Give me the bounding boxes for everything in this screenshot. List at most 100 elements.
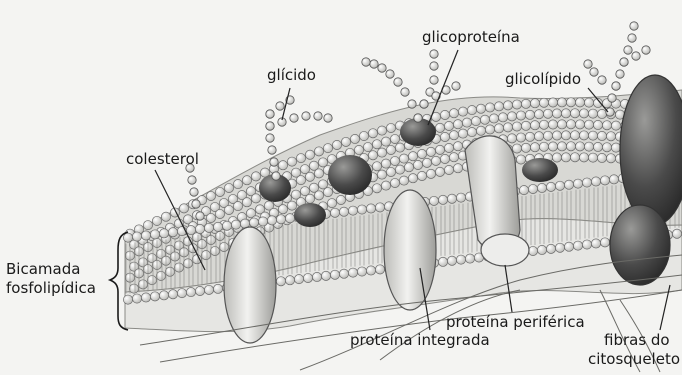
phospholipid-head (350, 134, 359, 143)
phospholipid-head (611, 121, 620, 130)
phospholipid-head (584, 98, 593, 107)
phospholipid-head (429, 196, 438, 205)
sugar-residue (370, 60, 378, 68)
phospholipid-head (534, 132, 543, 141)
phospholipid-head (303, 273, 312, 282)
phospholipid-head (186, 287, 195, 296)
phospholipid-head (557, 98, 566, 107)
phospholipid-head (357, 205, 366, 214)
phospholipid-head (219, 242, 228, 251)
phospholipid-head (449, 109, 458, 118)
phospholipid-head (215, 209, 224, 218)
phospholipid-head (426, 169, 435, 178)
phospholipid-head (525, 110, 534, 119)
phospholipid-head (422, 158, 431, 167)
phospholipid-head (564, 242, 573, 251)
phospholipid-head (417, 171, 426, 180)
sugar-residue (302, 112, 310, 120)
phospholipid-head (600, 238, 609, 247)
phospholipid-head (314, 169, 323, 178)
phospholipid-head (467, 105, 476, 114)
phospholipid-head (242, 198, 251, 207)
phospholipid-head (195, 286, 204, 295)
phospholipid-head (519, 186, 528, 195)
phospholipid-head (215, 187, 224, 196)
sugar-residue (616, 70, 624, 78)
phospholipid-head (546, 244, 555, 253)
phospholipid-head (359, 131, 368, 140)
phospholipid-head (552, 153, 561, 162)
phospholipid-head (588, 109, 597, 118)
phospholipid-head (539, 98, 548, 107)
phospholipid-head (204, 285, 213, 294)
phospholipid-head (332, 140, 341, 149)
phospholipid-head (447, 194, 456, 203)
phospholipid-head (168, 228, 177, 237)
phospholipid-head (368, 151, 377, 160)
sugar-residue (268, 146, 276, 154)
phospholipid-head (579, 109, 588, 118)
phospholipid-head (537, 245, 546, 254)
phospholipid-head (408, 152, 417, 161)
sugar-residue (624, 46, 632, 54)
phospholipid-head (159, 229, 168, 238)
phospholipid-head (377, 170, 386, 179)
phospholipid-head (386, 167, 395, 176)
phospholipid-head (377, 126, 386, 135)
phospholipid-head (305, 194, 314, 203)
phospholipid-head (530, 143, 539, 152)
phospholipid-head (296, 154, 305, 163)
phospholipid-head (543, 131, 552, 140)
phospholipid-head (305, 172, 314, 181)
phospholipid-head (548, 98, 557, 107)
phospholipid-head (201, 251, 210, 260)
sugar-residue (266, 134, 274, 142)
phospholipid-head (287, 201, 296, 210)
phospholipid-head (467, 127, 476, 136)
phospholipid-head (296, 176, 305, 185)
phospholipid-head (179, 204, 188, 213)
phospholipid-head (561, 131, 570, 140)
sugar-residue (196, 212, 204, 220)
phospholipid-head (435, 167, 444, 176)
phospholipid-head (440, 132, 449, 141)
phospholipid-head (456, 193, 465, 202)
phospholipid-head (579, 131, 588, 140)
phospholipid-head (431, 156, 440, 165)
sugar-residue (266, 122, 274, 130)
phospholipid-head (566, 120, 575, 129)
sugar-residue (276, 102, 284, 110)
phospholipid-head (123, 233, 132, 242)
phospholipid-head (591, 239, 600, 248)
phospholipid-head (294, 275, 303, 284)
phospholipid-head (276, 277, 285, 286)
phospholipid-head (177, 289, 186, 298)
integral-protein (224, 227, 276, 343)
phospholipid-head (408, 174, 417, 183)
phospholipid-head (564, 180, 573, 189)
sugar-residue (266, 110, 274, 118)
phospholipid-head (386, 123, 395, 132)
phospholipid-head (381, 159, 390, 168)
phospholipid-head (330, 208, 339, 217)
phospholipid-head (213, 222, 222, 231)
globular-protein (328, 155, 372, 195)
phospholipid-head (357, 267, 366, 276)
phospholipid-head (575, 98, 584, 107)
phospholipid-head (440, 110, 449, 119)
phospholipid-head (339, 207, 348, 216)
phospholipid-head (611, 143, 620, 152)
phospholipid-head (588, 153, 597, 162)
phospholipid-head (206, 191, 215, 200)
sugar-residue (188, 176, 196, 184)
phospholipid-head (138, 280, 147, 289)
phospholipid-head (224, 205, 233, 214)
globular-protein (522, 158, 558, 182)
phospholipid-head (521, 99, 530, 108)
phospholipid-head (390, 134, 399, 143)
phospholipid-head (231, 220, 240, 229)
sugar-residue (598, 76, 606, 84)
phospholipid-head (458, 129, 467, 138)
sugar-residue (430, 62, 438, 70)
phospholipid-head (368, 129, 377, 138)
